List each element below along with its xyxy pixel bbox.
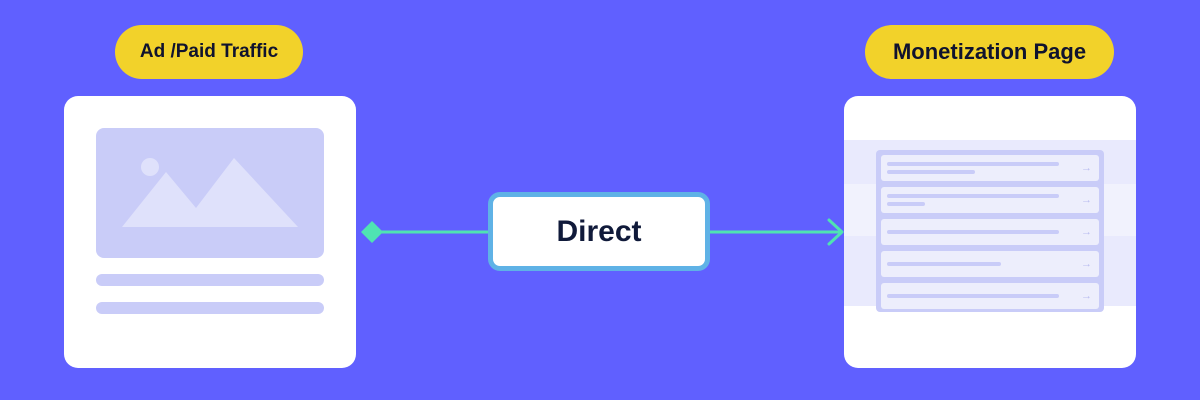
diamond-marker-icon xyxy=(361,221,383,243)
list-item[interactable]: → xyxy=(881,219,1099,245)
list-item[interactable]: → xyxy=(881,187,1099,213)
ad-creative-card xyxy=(64,96,356,368)
arrow-right-icon: → xyxy=(1081,290,1092,302)
direct-node: Direct xyxy=(488,192,710,271)
destination-label-pill: Monetization Page xyxy=(865,25,1114,79)
list-item[interactable]: → xyxy=(881,155,1099,181)
list-item[interactable]: → xyxy=(881,251,1099,277)
mountain-image-icon xyxy=(122,158,298,227)
direct-label: Direct xyxy=(556,214,642,248)
text-line-placeholder xyxy=(96,274,324,286)
arrowhead-icon xyxy=(827,218,844,246)
arrow-right-icon: → xyxy=(1081,162,1092,174)
monetization-page-card: → → → → → xyxy=(844,96,1136,368)
source-label: Ad /Paid Traffic xyxy=(139,41,279,62)
arrow-right-icon: → xyxy=(1081,258,1092,270)
text-line-placeholder xyxy=(96,302,324,314)
source-label-pill: Ad /Paid Traffic xyxy=(115,25,303,79)
arrow-right-icon: → xyxy=(1081,226,1092,238)
image-placeholder-icon xyxy=(96,128,324,258)
list-item[interactable]: → xyxy=(881,283,1099,309)
arrow-right-icon: → xyxy=(1081,194,1092,206)
destination-label: Monetization Page xyxy=(892,39,1087,64)
link-list-panel: → → → → → xyxy=(876,150,1104,312)
